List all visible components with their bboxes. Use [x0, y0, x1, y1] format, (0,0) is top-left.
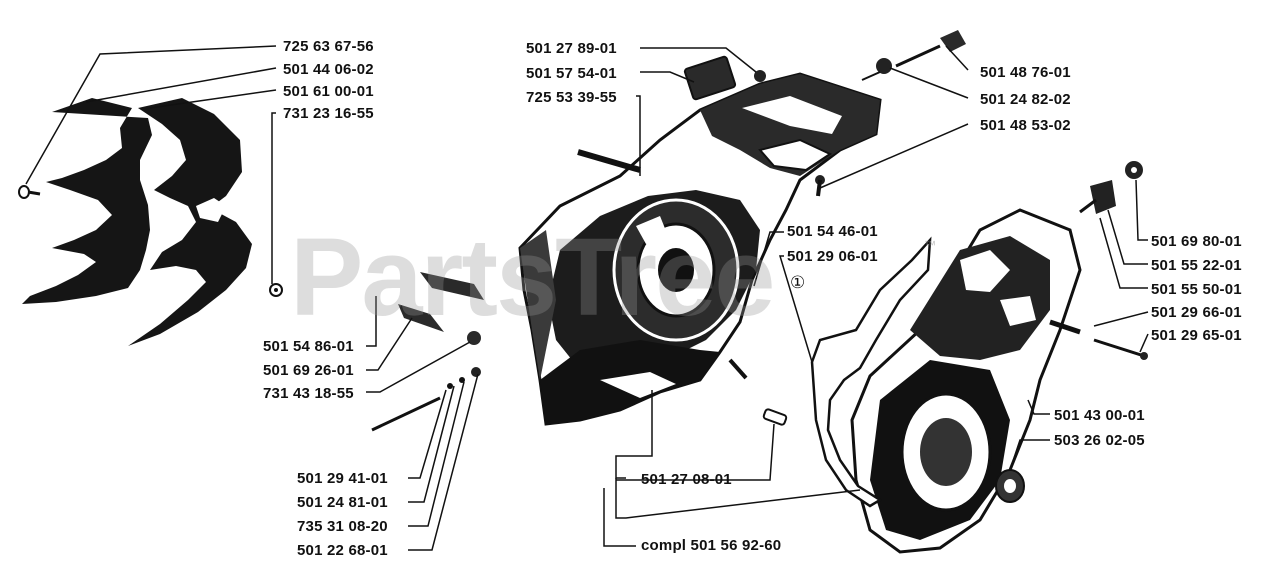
- part-label-501-27-89-01[interactable]: 501 27 89-01: [526, 40, 617, 57]
- oil-pump-parts: [1049, 161, 1148, 360]
- crankcase-left-half: [518, 72, 882, 426]
- part-label-501-22-68-01[interactable]: 501 22 68-01: [297, 542, 388, 559]
- part-label-725-53-39-55[interactable]: 725 53 39-55: [526, 89, 617, 106]
- part-label-501-55-50-01[interactable]: 501 55 50-01: [1151, 281, 1242, 298]
- part-label-501-54-46-01[interactable]: 501 54 46-01: [787, 223, 878, 240]
- part-label-501-48-76-01[interactable]: 501 48 76-01: [980, 64, 1071, 81]
- crankcase-small-parts: [577, 55, 825, 380]
- part-label-501-57-54-01[interactable]: 501 57 54-01: [526, 65, 617, 82]
- part-label-501-29-66-01[interactable]: 501 29 66-01: [1151, 304, 1242, 321]
- part-label-731-43-18-55[interactable]: 731 43 18-55: [263, 385, 354, 402]
- cover-nut: [269, 283, 283, 297]
- gasket-part: [810, 236, 932, 508]
- crankcase-right-half: [850, 208, 1082, 554]
- part-label-503-26-02-05[interactable]: 503 26 02-05: [1054, 432, 1145, 449]
- part-label-compl-501-56-92-60[interactable]: compl 501 56 92-60: [641, 537, 782, 554]
- part-label-501-29-06-01[interactable]: 501 29 06-01: [787, 248, 878, 265]
- part-label-731-23-16-55[interactable]: 731 23 16-55: [283, 105, 374, 122]
- fuel-cap-parts: [861, 30, 966, 81]
- part-label-501-29-65-01[interactable]: 501 29 65-01: [1151, 327, 1242, 344]
- part-label-501-61-00-01[interactable]: 501 61 00-01: [283, 83, 374, 100]
- part-label-501-43-00-01[interactable]: 501 43 00-01: [1054, 407, 1145, 424]
- part-label-725-63-67-56[interactable]: 725 63 67-56: [283, 38, 374, 55]
- trademark-symbol: ™: [924, 238, 936, 252]
- leader-lines: [25, 45, 1149, 551]
- part-label-501-24-81-01[interactable]: 501 24 81-01: [297, 494, 388, 511]
- dowel-pin: [762, 408, 788, 426]
- part-label-501-24-82-02[interactable]: 501 24 82-02: [980, 91, 1071, 108]
- part-label-501-44-06-02[interactable]: 501 44 06-02: [283, 61, 374, 78]
- part-label-501-48-53-02[interactable]: 501 48 53-02: [980, 117, 1071, 134]
- part-label-735-31-08-20[interactable]: 735 31 08-20: [297, 518, 388, 535]
- reference-mark: ①: [790, 273, 806, 293]
- part-label-501-55-22-01[interactable]: 501 55 22-01: [1151, 257, 1242, 274]
- cover-screw: [18, 185, 41, 199]
- part-label-501-27-08-01[interactable]: 501 27 08-01: [641, 471, 732, 488]
- part-label-501-69-80-01[interactable]: 501 69 80-01: [1151, 233, 1242, 250]
- part-label-501-54-86-01[interactable]: 501 54 86-01: [263, 338, 354, 355]
- part-label-501-69-26-01[interactable]: 501 69 26-01: [263, 362, 354, 379]
- cylinder-cover-part: [22, 98, 252, 346]
- bumper-spike-parts: [371, 272, 484, 432]
- part-label-501-29-41-01[interactable]: 501 29 41-01: [297, 470, 388, 487]
